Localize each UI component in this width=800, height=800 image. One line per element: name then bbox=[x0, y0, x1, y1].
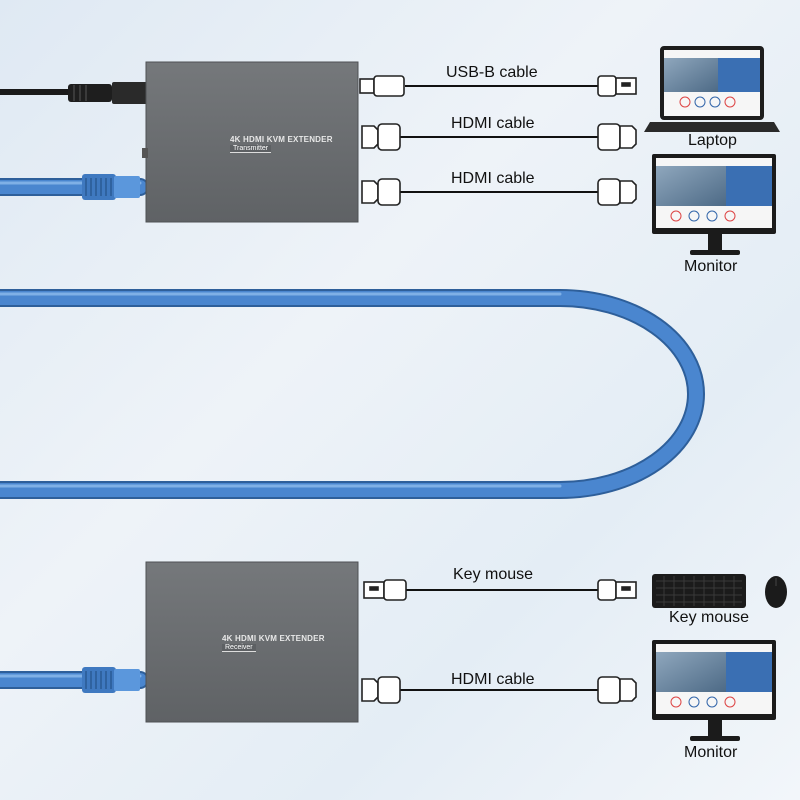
receiver-box bbox=[145, 561, 359, 723]
keyboard-label: Key mouse bbox=[669, 609, 750, 626]
hdmi-cable-label-2: HDMI cable bbox=[451, 170, 535, 187]
connection-cables bbox=[400, 85, 598, 691]
rj45-connector-bottom bbox=[82, 667, 140, 693]
usb-a-plug-left bbox=[363, 579, 407, 601]
monitor-top-icon bbox=[652, 154, 776, 255]
hdmi-cable-label-1: HDMI cable bbox=[451, 115, 535, 132]
key-mouse-cable-label: Key mouse bbox=[453, 566, 534, 583]
hdmi-plugs-left bbox=[361, 123, 401, 704]
hdmi-cable-label-3: HDMI cable bbox=[451, 671, 535, 688]
monitor-bottom-label: Monitor bbox=[684, 744, 738, 761]
transmitter-subtitle: Transmitter bbox=[230, 145, 272, 153]
receiver-subtitle: Receiver bbox=[222, 644, 256, 652]
transmitter-title: 4K HDMI KVM EXTENDER bbox=[230, 135, 333, 144]
usb-b-cable-label: USB-B cable bbox=[446, 64, 538, 81]
hdmi-plugs-right bbox=[597, 123, 637, 704]
monitor-bottom-icon bbox=[652, 640, 776, 741]
keyboard-mouse-icon bbox=[652, 574, 787, 608]
laptop-label: Laptop bbox=[688, 132, 737, 149]
rj45-connector-top bbox=[82, 174, 140, 200]
power-cable bbox=[0, 82, 148, 104]
usb-a-plug-right bbox=[597, 579, 637, 601]
receiver-title: 4K HDMI KVM EXTENDER bbox=[222, 634, 325, 643]
usb-b-plug bbox=[359, 75, 405, 97]
usb-a-plug-top bbox=[597, 75, 637, 97]
monitor-top-label: Monitor bbox=[684, 258, 738, 275]
transmitter-box bbox=[142, 61, 359, 223]
laptop-icon bbox=[644, 46, 780, 132]
